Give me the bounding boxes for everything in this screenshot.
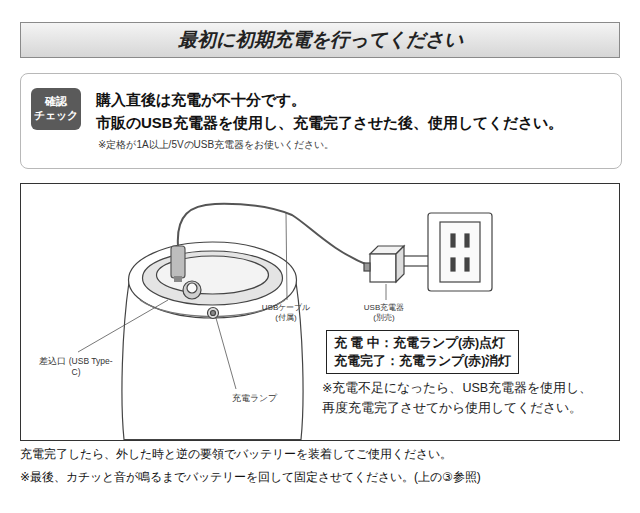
device-body (143, 251, 283, 305)
status-text: 充 電 中：充電ランプ(赤)点灯 (334, 334, 511, 352)
wall-outlet (465, 258, 469, 271)
device-body (208, 308, 219, 319)
illustration-frame (21, 184, 620, 441)
part-label: 差込口 (USB Type-C) (36, 356, 116, 377)
usb-charger (396, 246, 404, 282)
notice-text: 購入直後は充電が不十分です。 (96, 91, 306, 110)
wall-outlet (465, 234, 469, 247)
note-text: ※充電不足になったら、USB充電器を使用し、 再度充電完了させてから使用してくだ… (322, 378, 618, 418)
check-badge: 確認 チェック (31, 88, 81, 130)
usb-charger (364, 263, 370, 271)
leader-line (216, 318, 236, 389)
usb-cable (171, 204, 370, 282)
part-label: USBケーブル (付属) (262, 303, 310, 323)
note-text: ※定格が1A以上/5VのUSB充電器をお使いください。 (98, 138, 334, 152)
usb-cable (174, 276, 182, 282)
leader-line (286, 213, 287, 300)
badge-text: 確認 チェック (34, 95, 78, 123)
part-label: USB充電器 (別売) (364, 303, 404, 323)
status-box: 充 電 中：充電ランプ(赤)点灯充電完了：充電ランプ(赤)消灯 (326, 330, 519, 374)
device-body (183, 281, 201, 299)
usb-cable (171, 246, 185, 278)
wall-outlet (428, 213, 492, 291)
usb-charger (370, 254, 396, 282)
confirm-box: 購入直後は充電が不十分です。市販のUSB充電器を使用し、充電完了させた後、使用し… (20, 73, 622, 169)
wall-outlet (451, 234, 455, 247)
usb-cable (178, 204, 370, 266)
illustration-frame (21, 184, 620, 441)
leader-line (386, 284, 387, 300)
title-band: 最初に初期充電を行ってください (20, 22, 620, 58)
device-body (122, 242, 303, 440)
instruction-text: ※最後、カチッと音が鳴るまでバッテリーを回して固定させてください。(上の③参照) (20, 468, 620, 487)
usb-charger (364, 246, 432, 282)
wall-outlet (440, 222, 480, 282)
wall-outlet (428, 213, 492, 291)
instruction-text: 充電完了したら、外した時と逆の要領でバッテリーを装着してご使用ください。 (20, 445, 620, 464)
device-body (187, 283, 197, 293)
status-text: 充電完了：充電ランプ(赤)消灯 (334, 352, 511, 370)
notice-text: 市販のUSB充電器を使用し、充電完了させた後、使用してください。 (96, 114, 563, 133)
leader-line (78, 300, 168, 352)
device-body (211, 311, 216, 316)
wall-outlet (451, 258, 455, 271)
part-label: 充電ランプ (232, 393, 277, 404)
